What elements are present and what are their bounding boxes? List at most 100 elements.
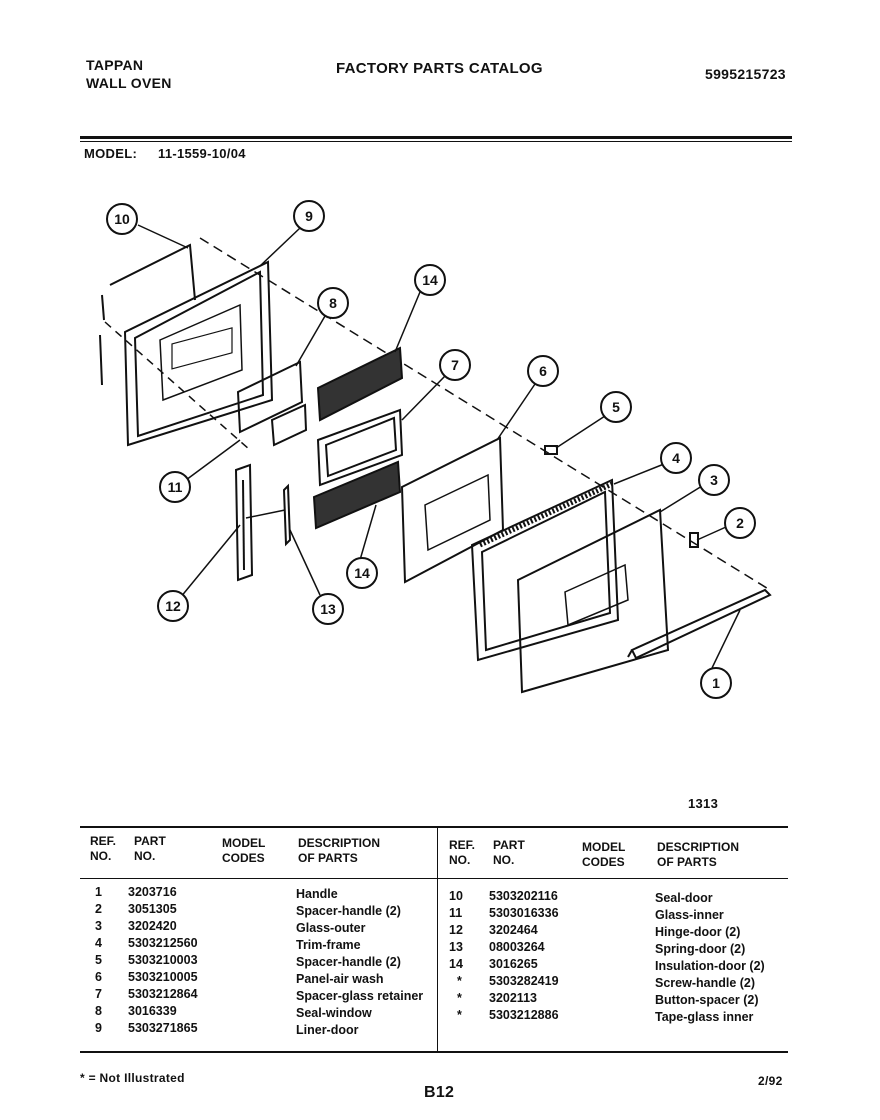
table-cell: Glass-inner [655, 908, 724, 922]
table-cell: 14 [449, 957, 463, 971]
table-cell: 4 [95, 936, 102, 950]
left-ref-column: 1 2 3 4 5 6 7 8 9 [95, 884, 102, 1037]
table-cell: 8 [95, 1004, 102, 1018]
header-rule [80, 136, 792, 139]
table-cell: 3202464 [489, 923, 538, 937]
right-desc-column: Seal-door Glass-inner Hinge-door (2) Spr… [655, 890, 765, 1026]
callout-9: 9 [293, 200, 325, 232]
table-cell: Spacer-handle (2) [296, 904, 401, 918]
part-hinge-door [234, 463, 254, 582]
table-bottom-rule [80, 1051, 788, 1053]
table-cell: 3203716 [128, 885, 177, 899]
svg-text:14: 14 [354, 565, 370, 581]
callout-7: 7 [439, 349, 471, 381]
table-cell: 5303210005 [128, 970, 198, 984]
svg-text:3: 3 [710, 472, 718, 488]
model-label: MODEL: [84, 146, 138, 161]
table-cell: 5 [95, 953, 102, 967]
table-cell: 9 [95, 1021, 102, 1035]
table-cell: Liner-door [296, 1023, 359, 1037]
table-cell: 3202420 [128, 919, 177, 933]
table-cell: 5303212864 [128, 987, 198, 1001]
table-cell: Insulation-door (2) [655, 959, 765, 973]
table-cell: Spacer-handle (2) [296, 955, 401, 969]
table-cell: * [457, 991, 462, 1005]
part-handle [627, 588, 772, 660]
table-cell: 2 [95, 902, 102, 916]
svg-text:9: 9 [305, 208, 313, 224]
callout-12: 12 [157, 590, 189, 622]
part-panel-air-wash [400, 436, 505, 584]
table-cell: Seal-window [296, 1006, 372, 1020]
table-cell: Glass-outer [296, 921, 366, 935]
table-cell: Screw-handle (2) [655, 976, 756, 990]
callout-1: 1 [700, 667, 732, 699]
diagram-code: 1313 [688, 796, 719, 811]
part-seal-window [236, 360, 308, 447]
table-cell: 12 [449, 923, 463, 937]
svg-text:4: 4 [672, 450, 680, 466]
right-part-column: 5303202116 5303016336 3202464 08003264 3… [489, 888, 559, 1024]
svg-text:13: 13 [320, 601, 336, 617]
svg-text:10: 10 [114, 211, 130, 227]
table-cell: 3051305 [128, 902, 177, 916]
table-cell: * [457, 1008, 462, 1022]
callout-4: 4 [660, 442, 692, 474]
svg-text:2: 2 [736, 515, 744, 531]
table-cell: 5303212560 [128, 936, 198, 950]
table-cell: 3016265 [489, 957, 538, 971]
callout-14-upper: 14 [414, 264, 446, 296]
part-trim-frame [470, 478, 620, 662]
left-desc-column: Handle Spacer-handle (2) Glass-outer Tri… [296, 886, 423, 1039]
table-cell: Trim-frame [296, 938, 361, 952]
svg-text:1: 1 [712, 675, 720, 691]
header-ref-left: REF.NO. [90, 834, 117, 863]
table-cell: Spacer-glass retainer [296, 989, 424, 1003]
part-liner-door [123, 260, 274, 447]
table-cell: Hinge-door (2) [655, 925, 741, 939]
part-glass-outer [516, 508, 670, 694]
svg-text:8: 8 [329, 295, 337, 311]
svg-text:7: 7 [451, 357, 459, 373]
table-cell: 3016339 [128, 1004, 177, 1018]
table-divider [437, 826, 438, 1052]
part-insulation-upper [316, 346, 404, 422]
table-cell: 13 [449, 940, 463, 954]
callout-6: 6 [527, 355, 559, 387]
svg-text:12: 12 [165, 598, 181, 614]
table-cell: * [457, 974, 462, 988]
svg-text:11: 11 [168, 479, 183, 495]
table-cell: 5303210003 [128, 953, 198, 967]
table-cell: 5303016336 [489, 906, 559, 920]
table-cell: 3202113 [489, 991, 537, 1005]
table-cell: 5303202116 [489, 889, 558, 903]
revision-date: 2/92 [758, 1074, 783, 1088]
table-cell: 5303282419 [489, 974, 559, 988]
callout-3: 3 [698, 464, 730, 496]
page-number: B12 [424, 1084, 455, 1101]
part-insulation-lower [312, 460, 402, 530]
table-cell: 08003264 [489, 940, 545, 954]
left-part-column: 3203716 3051305 3202420 5303212560 53032… [128, 884, 198, 1037]
svg-text:5: 5 [612, 399, 620, 415]
svg-text:14: 14 [422, 272, 438, 288]
part-spacer-glass-retainer [316, 408, 404, 487]
table-cell: 5303271865 [128, 1021, 198, 1035]
not-illustrated-note: * = Not Illustrated [80, 1071, 185, 1085]
callout-14-lower: 14 [346, 557, 378, 589]
table-top-rule [80, 826, 788, 828]
exploded-parts-diagram: 10 9 8 14 7 6 5 4 3 2 1 11 12 13 14 [99, 200, 772, 699]
catalog-title: FACTORY PARTS CATALOG [336, 60, 543, 77]
callout-5: 5 [600, 391, 632, 423]
table-header-rule [80, 878, 788, 879]
table-cell: Button-spacer (2) [655, 993, 759, 1007]
table-cell: 11 [449, 906, 463, 920]
part-seal-door [99, 243, 196, 386]
table-cell: Seal-door [655, 891, 713, 905]
callout-10: 10 [106, 203, 138, 235]
